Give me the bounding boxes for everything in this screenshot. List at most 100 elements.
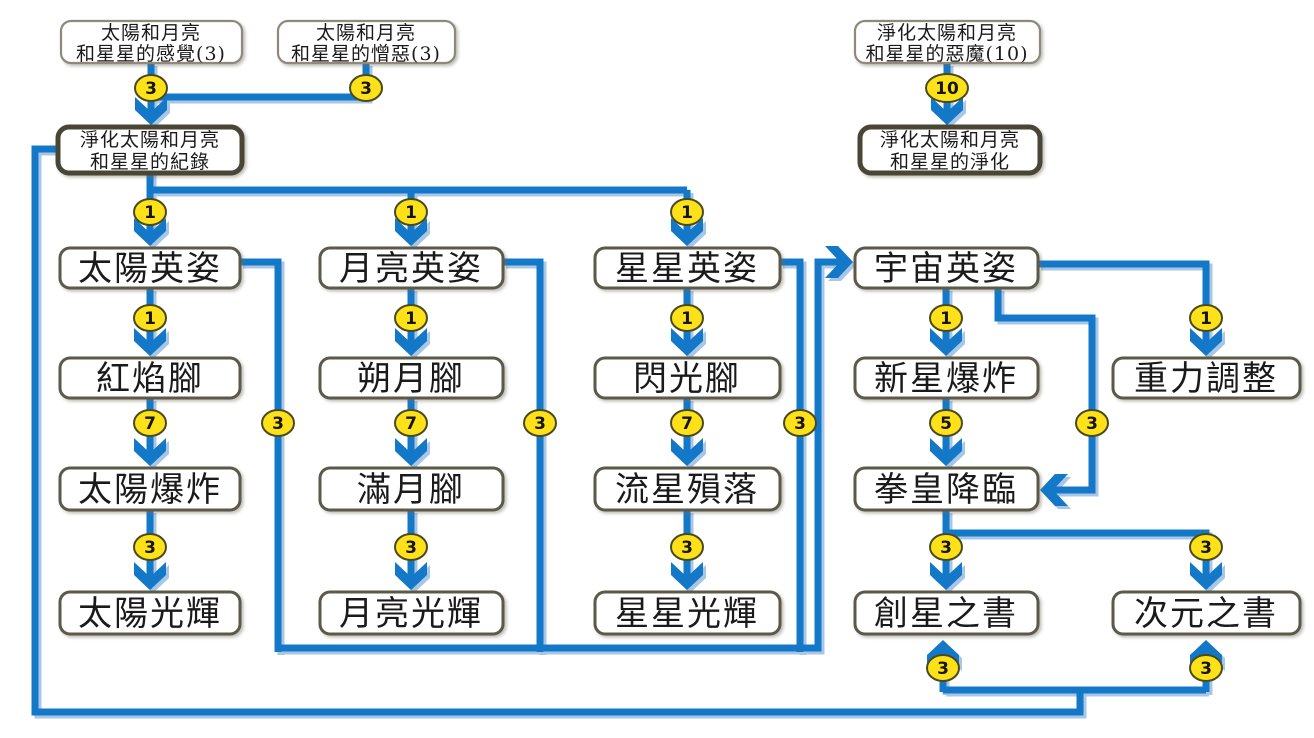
badge-sense-to-record: 3	[134, 74, 168, 102]
svg-text:1: 1	[405, 309, 417, 329]
svg-text:1: 1	[144, 203, 156, 223]
svg-text:3: 3	[1200, 538, 1212, 558]
svg-text:1: 1	[405, 203, 417, 223]
node-label: 紅焰腳	[96, 359, 204, 399]
node-label: 淨化太陽和月亮	[880, 129, 1020, 151]
badge-hate-to-record: 3	[349, 74, 383, 102]
svg-text:3: 3	[145, 79, 157, 99]
badge-meteor-fall-to-star-radiance: 3	[670, 533, 704, 561]
badge-record-to-sun-pose: 1	[133, 198, 167, 226]
node-star-radiance: 星星光輝	[593, 590, 782, 636]
node-record: 淨化太陽和月亮 和星星的紀錄	[55, 124, 245, 176]
svg-text:7: 7	[681, 414, 693, 434]
badge-cosmos-pose-to-nova-blast: 1	[929, 304, 963, 332]
node-full-moon-kick: 滿月腳	[318, 466, 505, 512]
badge-sun-pose-to-red-flame-kick: 1	[133, 304, 167, 332]
svg-text:3: 3	[1086, 414, 1098, 434]
node-purify: 淨化太陽和月亮 和星星的淨化	[857, 124, 1043, 176]
node-cosmos-pose: 宇宙英姿	[853, 246, 1040, 290]
node-new-moon-kick: 朔月腳	[318, 356, 505, 400]
node-label: 滿月腳	[357, 470, 465, 510]
node-label: 月亮英姿	[339, 249, 483, 289]
node-label: 星星光輝	[615, 594, 759, 634]
node-label: 太陽英姿	[78, 249, 222, 289]
svg-text:3: 3	[681, 538, 693, 558]
node-label: 朔月腳	[357, 359, 465, 399]
badge-sun-blast-to-sun-radiance: 3	[133, 533, 167, 561]
badge-star-pose-to-flash-kick: 1	[670, 304, 704, 332]
node-hate: 太陽和月亮 和星星的憎惡(3)	[276, 19, 457, 65]
svg-text:5: 5	[940, 414, 952, 434]
node-label: 重力調整	[1134, 359, 1278, 399]
svg-text:3: 3	[272, 414, 284, 434]
badge-record-to-star-creation-book: 3	[926, 654, 960, 682]
node-label: 和星星的紀錄	[90, 151, 210, 173]
svg-text:10: 10	[935, 79, 959, 99]
badge-full-moon-kick-to-moon-radiance: 3	[394, 533, 428, 561]
node-fist-king: 拳皇降臨	[853, 466, 1040, 512]
svg-text:3: 3	[144, 538, 156, 558]
node-sense: 太陽和月亮 和星星的感覺(3)	[59, 19, 244, 65]
node-label: 和星星的感覺(3)	[76, 43, 226, 65]
badge-record-to-dimension-book: 3	[1189, 654, 1223, 682]
badge-star-pose-to-cosmos-pose: 3	[783, 409, 817, 437]
node-moon-pose: 月亮英姿	[318, 246, 505, 290]
node-label: 和星星的淨化	[890, 151, 1010, 173]
badge-cosmos-pose-to-fist-king: 3	[1075, 409, 1109, 437]
node-flash-kick: 閃光腳	[593, 356, 782, 400]
node-label: 太陽和月亮	[101, 22, 201, 44]
node-demon: 淨化太陽和月亮 和星星的惡魔(10)	[853, 19, 1042, 65]
node-star-pose: 星星英姿	[593, 246, 782, 290]
badge-fist-king-to-dimension-book: 3	[1189, 533, 1223, 561]
node-nova-blast: 新星爆炸	[853, 356, 1040, 400]
badge-record-to-star-pose: 1	[670, 198, 704, 226]
badge-sun-pose-to-cosmos-pose: 3	[261, 409, 295, 437]
node-label: 和星星的惡魔(10)	[865, 43, 1028, 65]
badge-moon-pose-to-cosmos-pose: 3	[523, 409, 557, 437]
svg-text:3: 3	[405, 538, 417, 558]
node-label: 流星殞落	[615, 470, 759, 510]
svg-text:3: 3	[940, 538, 952, 558]
node-sun-radiance: 太陽光輝	[58, 590, 242, 636]
node-label: 閃光腳	[633, 359, 741, 399]
node-label: 太陽和月亮	[316, 22, 416, 44]
badge-red-flame-kick-to-sun-blast: 7	[133, 409, 167, 437]
node-meteor-fall: 流星殞落	[593, 466, 782, 512]
node-label: 太陽爆炸	[78, 470, 222, 510]
badge-flash-kick-to-meteor-fall: 7	[670, 409, 704, 437]
node-label: 淨化太陽和月亮	[80, 129, 220, 151]
badge-moon-pose-to-new-moon-kick: 1	[394, 304, 428, 332]
svg-text:3: 3	[534, 414, 546, 434]
badge-new-moon-kick-to-full-moon-kick: 7	[394, 409, 428, 437]
svg-text:1: 1	[940, 309, 952, 329]
svg-text:7: 7	[405, 414, 417, 434]
node-label: 拳皇降臨	[874, 470, 1018, 510]
node-label: 星星英姿	[615, 249, 759, 289]
node-moon-radiance: 月亮光輝	[318, 590, 505, 636]
node-label: 太陽光輝	[78, 594, 222, 634]
svg-text:1: 1	[681, 203, 693, 223]
svg-text:3: 3	[1200, 659, 1212, 679]
svg-text:3: 3	[937, 659, 949, 679]
svg-text:1: 1	[1200, 309, 1212, 329]
node-sun-pose: 太陽英姿	[58, 246, 242, 290]
node-gravity-adjust: 重力調整	[1111, 356, 1302, 400]
svg-text:1: 1	[681, 309, 693, 329]
node-label: 淨化太陽和月亮	[877, 22, 1017, 44]
node-label: 月亮光輝	[339, 594, 483, 634]
node-label: 宇宙英姿	[874, 249, 1018, 289]
badge-demon-to-purify: 10	[925, 73, 969, 103]
badge-nova-blast-to-fist-king: 5	[929, 409, 963, 437]
badge-record-to-moon-pose: 1	[394, 198, 428, 226]
node-label: 次元之書	[1134, 594, 1278, 634]
node-label: 新星爆炸	[874, 359, 1018, 399]
node-label: 和星星的憎惡(3)	[291, 43, 441, 65]
node-dimension-book: 次元之書	[1111, 590, 1302, 636]
node-label: 創星之書	[874, 594, 1018, 634]
svg-text:3: 3	[794, 414, 806, 434]
badge-fist-king-to-star-creation-book: 3	[929, 533, 963, 561]
node-sun-blast: 太陽爆炸	[58, 466, 242, 512]
svg-text:1: 1	[144, 309, 156, 329]
svg-text:7: 7	[144, 414, 156, 434]
